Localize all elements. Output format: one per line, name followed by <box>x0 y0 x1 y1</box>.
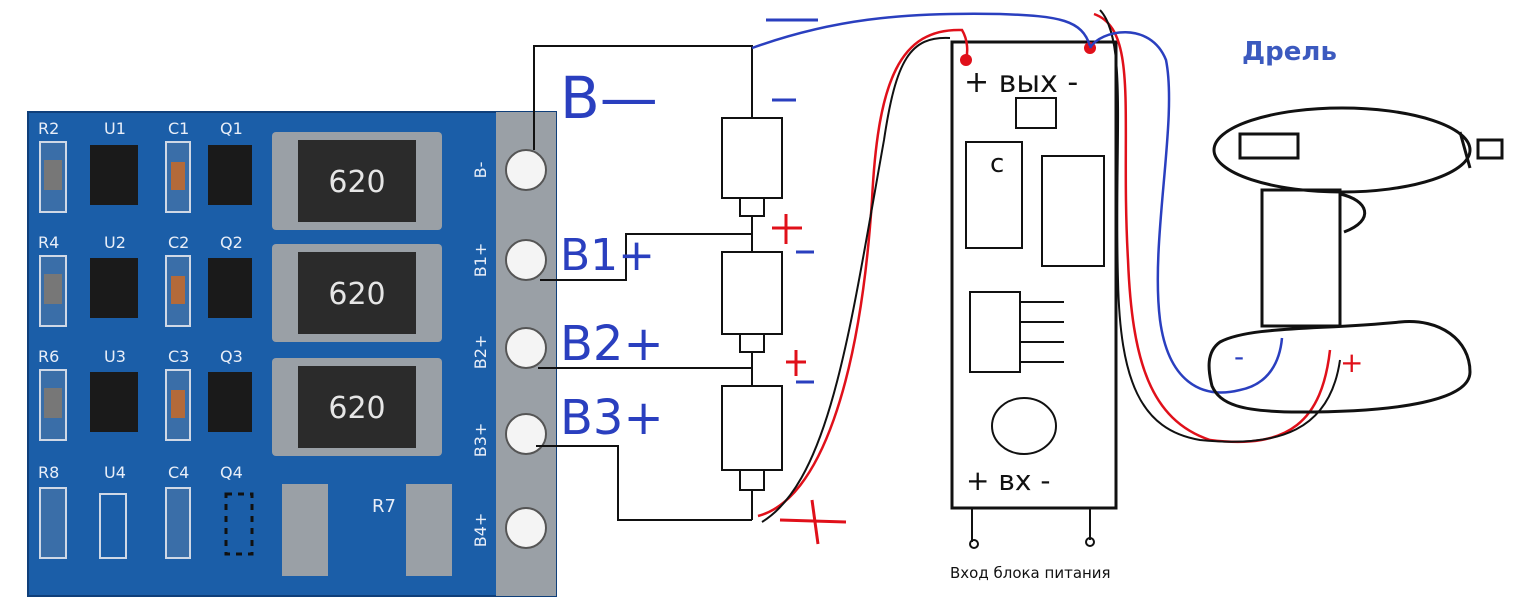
pad-label-b2: B2+ <box>471 335 490 370</box>
cell-2 <box>721 251 783 335</box>
transistor-q3 <box>208 372 252 432</box>
label-q2: Q2 <box>220 233 243 252</box>
wires <box>751 9 1341 523</box>
label-u1: U1 <box>104 119 126 138</box>
module-output-label: + вых - <box>964 65 1078 100</box>
label-u2: U2 <box>104 233 126 252</box>
module-input-label: + вх - <box>966 464 1050 497</box>
hw-b2: B2+ <box>560 316 664 372</box>
drill-plus-label: + <box>1340 346 1363 379</box>
ic-u1 <box>90 145 138 205</box>
drill-minus-label: - <box>1234 340 1244 373</box>
board-row-2: R4 U2 C2 Q2 620 <box>38 233 442 342</box>
drill-sketch: - + <box>1207 106 1504 414</box>
module-board <box>950 40 1118 510</box>
resistor-620-3 <box>298 366 416 448</box>
drill-battery-base <box>1207 320 1472 414</box>
label-u3: U3 <box>104 347 126 366</box>
wire-b3 <box>536 445 752 521</box>
label-u4: U4 <box>104 463 126 482</box>
board-row-4: R8 U4 C4 Q4 R7 <box>38 463 452 582</box>
pad-label-b3: B3+ <box>471 423 490 458</box>
transistor-q1 <box>208 145 252 205</box>
diagram-title: Дрель <box>1242 37 1337 67</box>
pad-b3 <box>505 413 547 455</box>
label-q4: Q4 <box>220 463 243 482</box>
pad-b-minus <box>505 149 547 191</box>
battery-string <box>533 45 783 521</box>
label-r8: R8 <box>38 463 59 482</box>
pad-b4 <box>505 507 547 549</box>
bms-board: R2 U1 C1 Q1 620 R4 U2 C2 Q2 <box>27 111 557 597</box>
cell-1 <box>721 117 783 199</box>
wire-b1 <box>540 233 752 281</box>
wire-red-drill-plus <box>1093 12 1332 444</box>
converter-module: + вых - c + вх - <box>950 40 1118 549</box>
plus-mark-1 <box>772 214 802 244</box>
wire-red-bplus <box>757 28 969 518</box>
ic-u2 <box>90 258 138 318</box>
hw-b-minus: B— <box>560 64 658 132</box>
pad-label-b1: B1+ <box>471 243 490 278</box>
drill-chuck <box>1476 138 1504 160</box>
hw-b3: B3+ <box>560 390 664 446</box>
drill-body <box>1212 106 1472 194</box>
ic-u3 <box>90 372 138 432</box>
module-capacitor <box>965 141 1023 249</box>
label-c4: C4 <box>168 463 189 482</box>
handwritten-labels: B— B1+ B2+ B3+ <box>560 18 847 545</box>
input-terminal-minus <box>1085 537 1095 547</box>
svg-text:620: 620 <box>328 277 385 312</box>
label-q1: Q1 <box>220 119 243 138</box>
label-r4: R4 <box>38 233 59 252</box>
module-chip <box>1041 155 1105 267</box>
cell-3 <box>721 385 783 471</box>
label-c3: C3 <box>168 347 189 366</box>
pad-label-b-minus: B- <box>471 162 490 179</box>
pad-label-b4: B4+ <box>471 513 490 548</box>
module-regulator <box>969 291 1021 373</box>
pad-b2 <box>505 327 547 369</box>
svg-text:620: 620 <box>328 391 385 426</box>
wire-b-minus <box>533 45 753 150</box>
wire-blue-drill-minus <box>1088 31 1284 394</box>
label-r6: R6 <box>38 347 59 366</box>
plus-mark-2 <box>786 350 806 376</box>
transistor-q2 <box>208 258 252 318</box>
module-inductor <box>991 397 1057 455</box>
resistor-620-1 <box>298 140 416 222</box>
label-c2: C2 <box>168 233 189 252</box>
pad-b1 <box>505 239 547 281</box>
svg-text:620: 620 <box>328 165 385 200</box>
resistor-620-2 <box>298 252 416 334</box>
wire-blue-bminus <box>751 12 1092 50</box>
board-pads: B- B1+ B2+ B3+ B4+ <box>471 112 556 596</box>
caption-power-input: Вход блока питания <box>950 564 1111 582</box>
module-c-label: c <box>990 149 1004 179</box>
input-terminal-plus <box>969 539 979 549</box>
hw-b1: B1+ <box>560 230 655 281</box>
label-r2: R2 <box>38 119 59 138</box>
board-row-3: R6 U3 C3 Q3 620 <box>38 347 442 456</box>
plus-mark-3 <box>779 499 847 545</box>
label-c1: C1 <box>168 119 189 138</box>
label-r7: R7 <box>372 496 396 517</box>
board-row-1: R2 U1 C1 Q1 620 <box>38 119 442 230</box>
label-q3: Q3 <box>220 347 243 366</box>
drill-handle <box>1260 188 1342 328</box>
